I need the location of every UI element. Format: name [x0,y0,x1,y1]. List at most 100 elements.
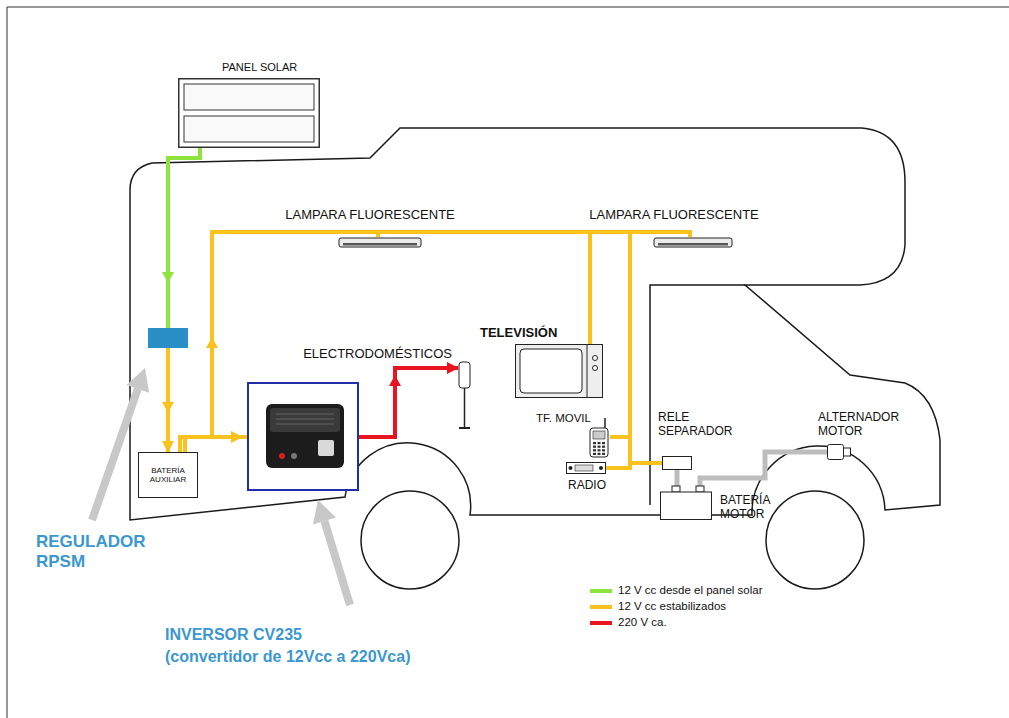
tv-symbol [515,344,603,398]
node-label: RADIO [568,479,606,493]
alternator-symbol [827,444,851,460]
plug-stand [464,388,466,427]
mobile-phone: TF. MOVIL [536,412,591,425]
battery-symbol [660,486,712,520]
node-label: LAMPARA FLUORESCENTE [285,208,455,223]
legend-row: 220 V ca. [590,615,762,631]
auxiliary-battery: BATERÍA AUXILIAR [138,452,198,498]
inverter-frame [248,383,358,490]
flow-arrowhead [206,337,218,348]
lamp: LAMPARA FLUORESCENTE [589,208,759,223]
legend-swatch [590,589,612,593]
wire-connector [180,232,590,452]
inverter-terminal [279,453,285,459]
lamp: LAMPARA FLUORESCENTE [285,208,455,223]
inverter-socket [318,440,334,456]
tv-case [516,345,603,398]
inverter-device [266,404,344,468]
node-label: TF. MOVIL [536,412,591,425]
rear-wheel [361,491,459,589]
alternator-drawing [827,444,851,460]
panel-frame [179,79,320,148]
lamp-diffuser [658,243,728,246]
radio-display [575,465,593,471]
tv-knob [593,356,598,361]
node-label: TELEVISIÓN [480,326,557,341]
legend-text: 12 V cc estabilizados [618,600,726,613]
callout-label: REGULADOR RPSM [36,532,176,571]
engine-battery: BATERÍA MOTOR [720,494,782,522]
node-label: ELECTRODOMÉSTICOS [303,347,452,362]
page-frame [7,7,1009,718]
phone-antenna [604,418,606,428]
plug-base [459,427,470,429]
callout-shaft [92,389,138,520]
callout-label: INVERSOR CV235 [165,626,302,644]
lamp-drawing [653,237,733,248]
radio-symbol [566,462,606,474]
callout-head [127,368,150,393]
legend-row: 12 V cc desde el panel solar [590,583,762,599]
radio-knob [599,466,603,470]
flow-arrowhead [162,402,174,413]
phone-key [593,453,596,455]
tv-panel [587,345,588,398]
legend-swatch [590,621,612,625]
battery-terminal [696,486,704,492]
appliance-plug: ELECTRODOMÉSTICOS [303,347,452,362]
node-label: BATERÍA MOTOR [720,494,782,522]
battery-terminal [672,486,680,492]
car-radio: RADIO [568,479,606,493]
lamp-symbol [653,237,733,248]
front-wheel [766,491,864,589]
phone-key [593,449,596,451]
wire-connector [700,452,827,486]
regulator-box [148,328,188,348]
phone-key [593,442,596,444]
phone-key [602,446,605,448]
wire-connector [675,470,680,486]
callout-arrow [313,500,350,605]
battery-drawing [660,486,712,520]
radio-knob [569,466,573,470]
plug-body [459,362,470,388]
node-label: ALTERNADOR MOTOR [818,411,903,439]
inverter-grille [276,414,334,424]
node-label: RELE SEPARADOR [658,411,743,439]
callout-head [313,500,336,525]
van-outline [130,128,940,520]
relay: RELE SEPARADOR [658,411,743,439]
relay-case [663,457,692,470]
panel-symbol [178,78,320,148]
phone-key [598,442,601,444]
radio-drawing [566,462,606,474]
tv-knob [593,366,598,371]
lamp-drawing [338,237,422,248]
panel-drawing [178,78,320,148]
phone-key [602,442,605,444]
tv-screen [520,349,582,393]
relay-drawing [662,456,692,470]
phone-body [590,428,608,457]
node-label: PANEL SOLAR [222,61,297,74]
television: TELEVISIÓN [480,326,557,341]
cab-wall [650,285,745,505]
legend: 12 V cc desde el panel solar 12 V cc esta… [590,583,762,631]
phone-key [602,449,605,451]
panel-cell [184,116,314,142]
inverter-terminal [291,453,297,459]
callout-shaft [324,521,350,605]
legend-text: 12 V cc desde el panel solar [618,584,762,597]
radio-case [567,463,606,474]
phone-symbol [588,418,610,458]
wire-connector [168,148,200,452]
phone-drawing [588,418,610,458]
alternator: ALTERNADOR MOTOR [818,411,903,439]
legend-text: 220 V ca. [618,616,667,629]
lamp-symbol [338,237,422,248]
phone-key [602,453,605,455]
